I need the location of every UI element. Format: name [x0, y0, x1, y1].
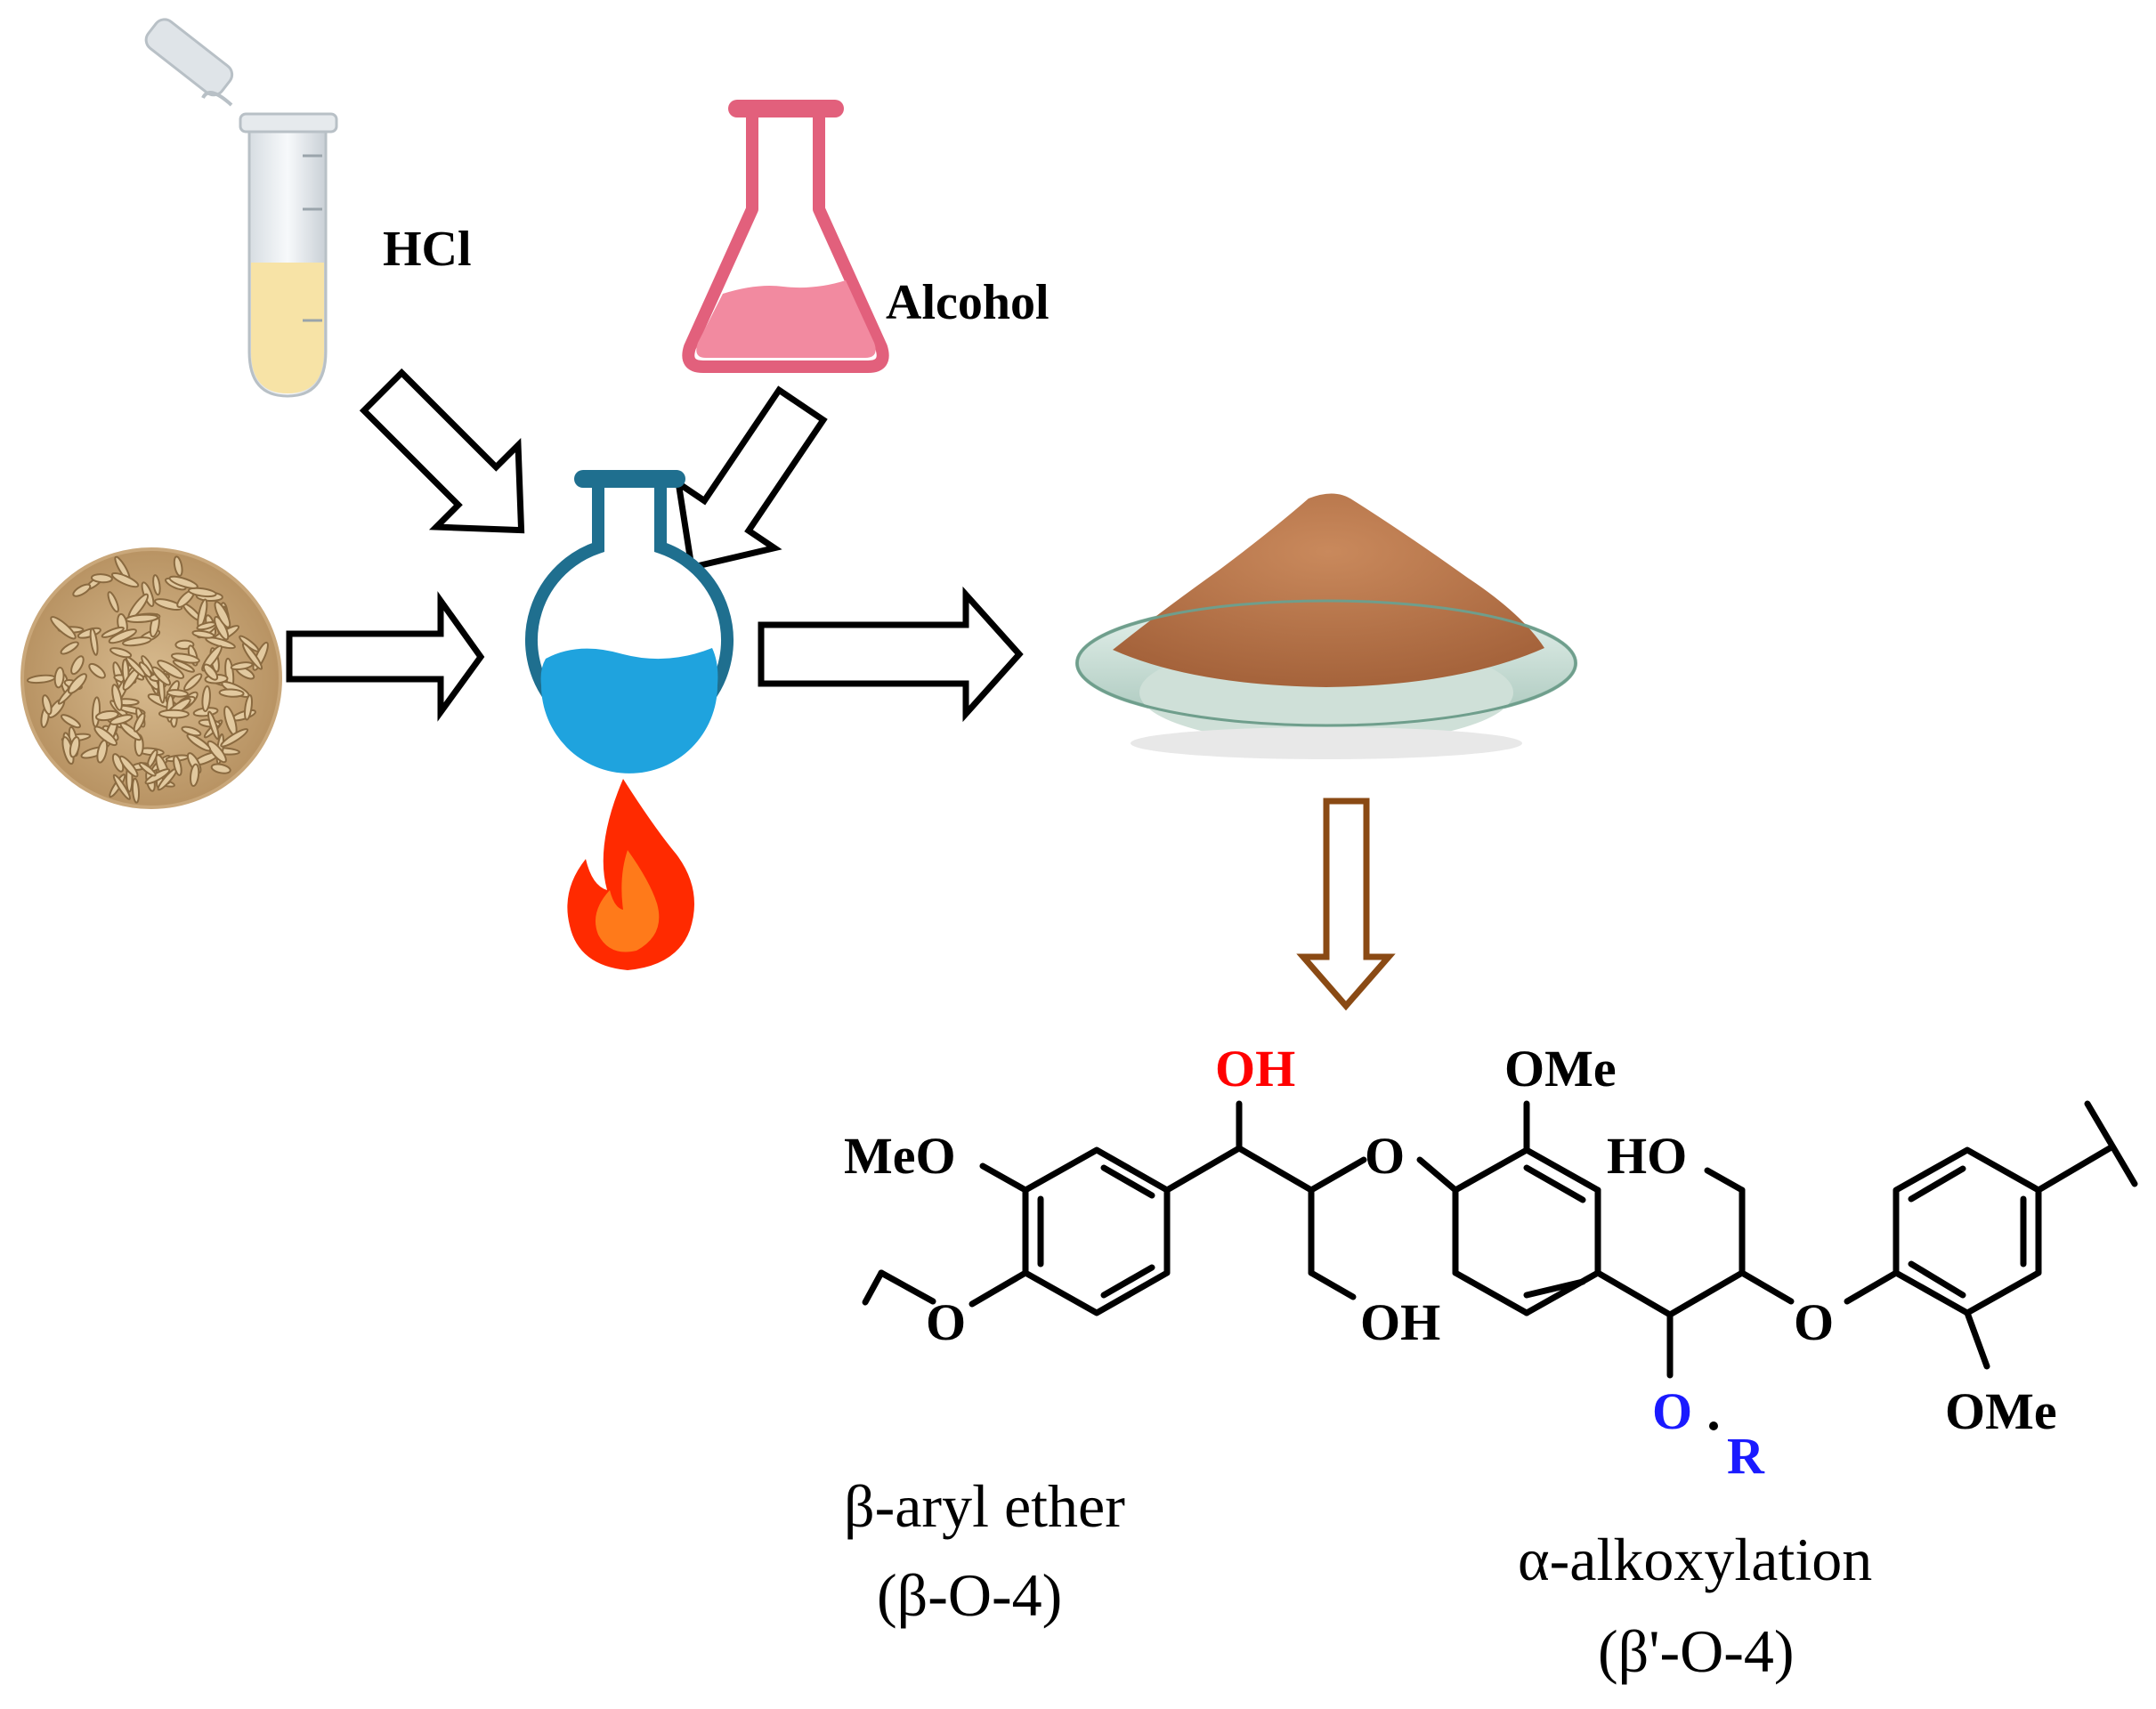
hydroxyl-bottom-label: OH: [1360, 1293, 1440, 1351]
alkoxy-oxygen-label: O: [1652, 1382, 1692, 1440]
husk-grain: [170, 652, 200, 664]
biomass-icon: [20, 547, 282, 809]
husk-grain: [157, 660, 185, 679]
husk-grain: [68, 673, 87, 694]
husk-grain: [241, 643, 263, 670]
husk-grain: [168, 575, 199, 589]
husk-grain: [125, 613, 159, 623]
husk-grain: [110, 571, 140, 588]
linkage-captions: β-aryl ether (β-O-4) α-alkoxylation (β'-…: [844, 1472, 1872, 1685]
husk-grain: [88, 662, 106, 679]
husk-grain: [96, 739, 109, 764]
beta-aryl-ether-caption: β-aryl ether: [844, 1472, 1125, 1540]
husk-grain: [122, 636, 152, 647]
arrow-biomass-to-reactor: [286, 591, 485, 722]
husk-grain: [189, 763, 200, 788]
husk-grain: [158, 709, 190, 719]
hcl-label: HCl: [383, 222, 472, 277]
husk-grain: [118, 755, 139, 778]
phenolic-oxygen-label: O: [926, 1293, 966, 1351]
husk-grain: [196, 621, 216, 631]
ether-oxygen-1-label: O: [1365, 1127, 1405, 1185]
husk-grain: [218, 688, 245, 698]
husk-grain: [151, 666, 172, 686]
husk-grain: [125, 656, 147, 678]
husk-grain: [173, 555, 183, 577]
husk-grain: [154, 598, 183, 612]
test-tube-icon: [144, 18, 338, 398]
husk-grain: [214, 601, 231, 628]
husk-grain: [210, 763, 231, 774]
husk-grain: [220, 728, 249, 748]
ether-oxygen-2-label: O: [1794, 1293, 1834, 1351]
beta-o-4-caption: (β-O-4): [877, 1561, 1062, 1629]
alcohol-label: Alcohol: [886, 275, 1050, 330]
husk-grain: [173, 755, 182, 776]
husk-grain: [131, 777, 141, 804]
flame-icon: [567, 779, 694, 970]
husk-grain: [183, 673, 203, 692]
husk-grain: [108, 628, 137, 644]
alpha-alkoxylation-caption: α-alkoxylation: [1518, 1526, 1872, 1593]
r-group-label: R: [1727, 1427, 1765, 1485]
husk-grain: [95, 709, 119, 722]
husk-grain: [70, 655, 85, 676]
methoxy-bottom-label: OMe: [1945, 1382, 2057, 1440]
husk-grain: [101, 626, 125, 638]
husk-grain: [166, 689, 189, 698]
husk-grain: [244, 694, 253, 721]
husk-grain: [107, 591, 119, 613]
husk-grain: [207, 710, 220, 741]
round-bottom-flask-icon: [525, 470, 734, 774]
husk-grain: [187, 587, 217, 598]
erlenmeyer-flask-icon: [682, 100, 889, 373]
husk-grain: [53, 667, 65, 689]
bond-dot: [1709, 1421, 1718, 1430]
arrow-reactor-to-product: [758, 586, 1024, 723]
husk-grain: [90, 573, 113, 584]
husk-grain: [60, 641, 79, 655]
husk-grain: [138, 761, 157, 777]
husk-grain: [93, 725, 118, 747]
husk-grain: [50, 616, 77, 640]
beta-prime-o-4-caption: (β'-O-4): [1598, 1617, 1795, 1685]
husk-grain: [202, 663, 219, 681]
lignin-structure: [862, 1100, 2138, 1379]
husk-grain: [152, 574, 161, 596]
husk-grain: [230, 661, 254, 671]
husk-grain: [207, 740, 227, 764]
arrow-product-to-structure: [1296, 798, 1396, 1011]
husk-grain: [61, 714, 81, 729]
husk-grain: [42, 694, 53, 716]
husk-grain: [191, 629, 215, 639]
methoxy-top-label: OMe: [1504, 1040, 1617, 1097]
husk-grain: [133, 712, 146, 733]
husk-grain: [201, 685, 211, 712]
husk-grain: [69, 736, 81, 758]
husk-grain: [72, 583, 92, 597]
structure-atom-labels: OH OMe MeO O HO O OH O O R OMe: [844, 1040, 2057, 1485]
husk-grain: [89, 628, 99, 656]
husk-grain: [111, 684, 123, 711]
lignin-powder-icon: [1075, 493, 1577, 759]
hydroxyl-red-label: OH: [1215, 1040, 1295, 1097]
arrow-hcl-to-reactor: [359, 368, 525, 534]
husk-grain: [112, 774, 132, 800]
hydroxymethyl-label: HO: [1607, 1127, 1687, 1185]
husk-grain: [186, 733, 212, 752]
husk-grain: [109, 647, 133, 659]
husk-grain: [172, 660, 195, 673]
husk-grain: [109, 714, 134, 725]
arrow-alcohol-to-reactor: [674, 385, 828, 571]
methoxy-left-label: MeO: [844, 1127, 956, 1185]
